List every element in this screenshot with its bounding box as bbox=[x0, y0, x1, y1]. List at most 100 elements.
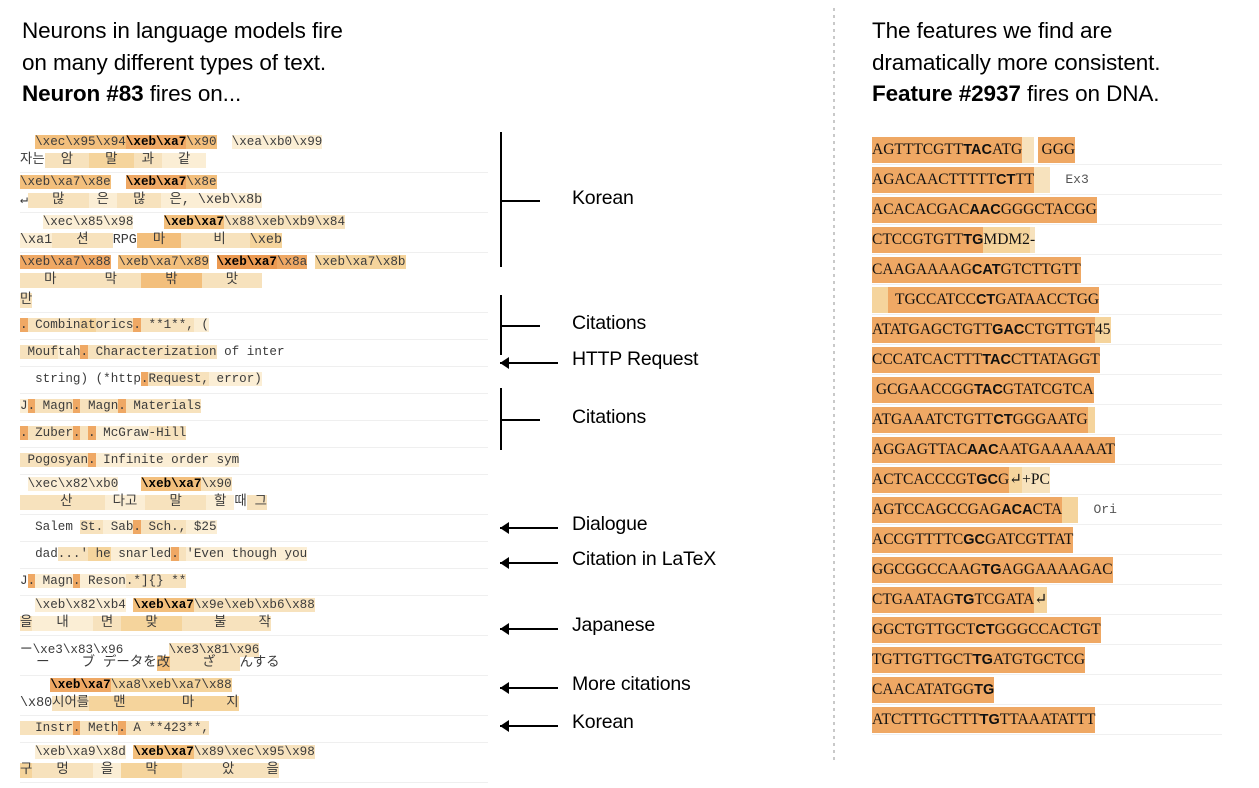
escape-code-line: \xec\x85\x98 \xeb\xa7\x88\xeb\xb9\x84 bbox=[20, 215, 488, 232]
glyph-token: 막 bbox=[80, 273, 142, 288]
token-span: ...' bbox=[57, 547, 89, 561]
activation-row: \xeb\xa7\x88 \xeb\xa7\x89 \xeb\xa7\x8a \… bbox=[20, 255, 488, 313]
glyph-token: 마 bbox=[136, 233, 182, 248]
dna-token: GGGAATG bbox=[1012, 406, 1088, 433]
dna-token: GGCGGCCAAG bbox=[872, 556, 982, 583]
glyph-line-overflow: 만 bbox=[20, 292, 488, 309]
glyph-token: ↵ bbox=[20, 193, 29, 208]
annotation-label: Citations bbox=[572, 406, 647, 428]
right-header-line2: dramatically more consistent. bbox=[872, 49, 1161, 75]
escape-token: \xeb\xa7 bbox=[163, 215, 225, 229]
annotation-bracket bbox=[500, 388, 540, 450]
dna-token-peak: GC bbox=[976, 466, 998, 493]
annotation-arrow bbox=[500, 557, 558, 569]
escape-token: \x8e bbox=[186, 175, 217, 189]
glyph-token: 말 bbox=[145, 495, 206, 510]
escape-token: \xec\x95\x94 bbox=[35, 135, 126, 149]
token-span: of inter bbox=[216, 345, 285, 359]
token-span: Characterization bbox=[88, 345, 217, 359]
dna-token: ACTCACCCGT bbox=[872, 466, 977, 493]
dna-token: TTAAATATTT bbox=[999, 706, 1096, 733]
glyph-line: \xa1 션 RPG 마 비 \xeb bbox=[20, 232, 488, 249]
escape-code-line: \xeb\xa7\x8e \xeb\xa7\x8e bbox=[20, 175, 488, 192]
dna-token: GATCGTTAT bbox=[985, 526, 1074, 553]
escape-code-line: ー\xe3\x83\x96 \xe3\x81\x96 bbox=[20, 638, 488, 657]
escape-code-line: \xeb\xa7\x88 \xeb\xa7\x89 \xeb\xa7\x8a \… bbox=[20, 255, 488, 272]
escape-token bbox=[20, 745, 35, 759]
token-span: Sab bbox=[103, 520, 134, 534]
glyph-token: んする bbox=[239, 656, 280, 671]
dna-token-peak: TG bbox=[963, 226, 984, 253]
glyph-token: 맨 bbox=[89, 696, 150, 711]
token-span: Instr bbox=[20, 721, 73, 735]
token-span: 'Even though you bbox=[186, 547, 308, 561]
dna-token bbox=[1062, 496, 1078, 523]
escape-token bbox=[209, 255, 217, 269]
glyph-token: データを bbox=[103, 656, 157, 671]
annotation-label: HTTP Request bbox=[572, 348, 699, 370]
escape-token bbox=[118, 477, 141, 491]
escape-token: \xa8\xeb\xa7\x88 bbox=[110, 678, 232, 692]
dna-token-peak: GC bbox=[963, 526, 986, 553]
dna-token: AGGAAAAGAC bbox=[1001, 556, 1113, 583]
activation-row: . Combinatorics. **1**, ( bbox=[20, 313, 488, 340]
dna-token: TT bbox=[1015, 166, 1035, 193]
glyph-token: 구 bbox=[20, 763, 33, 778]
token-span: .*]{} ** bbox=[125, 574, 187, 588]
activation-row: \xec\x82\xb0 \xeb\xa7\x90 산 다고 말 할 때 그 bbox=[20, 477, 488, 515]
glyph-token: 산 bbox=[20, 495, 105, 510]
escape-token: \xeb\xa7\x8e bbox=[20, 175, 111, 189]
token-span: Request, bbox=[148, 372, 209, 386]
right-header: The features we find are dramatically mo… bbox=[872, 15, 1252, 110]
dna-token-peak: TAC bbox=[982, 346, 1011, 373]
glyph-token: ざ bbox=[202, 656, 216, 671]
left-header: Neurons in language models fire on many … bbox=[22, 15, 492, 110]
annotation-label: Citation in LaTeX bbox=[572, 548, 717, 570]
token-span: Materials bbox=[125, 399, 202, 413]
right-header-line3: Feature #2937 fires on DNA. bbox=[872, 78, 1252, 110]
escape-token: \xea\xb0\x99 bbox=[231, 135, 323, 149]
dna-token-peak: TG bbox=[979, 706, 1000, 733]
left-header-line3-rest: fires on... bbox=[143, 81, 242, 106]
glyph-line: 구 멍 을 막 았 을 bbox=[20, 762, 488, 779]
annotation-label: Japanese bbox=[572, 614, 655, 636]
token-line: J. Magn. Reson.*]{} ** bbox=[20, 569, 488, 595]
token-span: error) bbox=[208, 372, 262, 386]
glyph-token: 같 bbox=[161, 153, 207, 168]
token-span: . bbox=[72, 426, 81, 440]
token-span: Magn bbox=[80, 399, 119, 413]
glyph-token: 막 bbox=[121, 763, 182, 778]
dna-token bbox=[1087, 406, 1096, 433]
dna-token: GTCTTGTT bbox=[1000, 256, 1081, 283]
activation-row: Salem St. Sab. Sch., $25 bbox=[20, 515, 488, 542]
glyph-token: 을 bbox=[92, 763, 122, 778]
escape-token bbox=[20, 135, 35, 149]
escape-token: \xeb\xa7 bbox=[125, 175, 187, 189]
escape-token: \x90 bbox=[186, 135, 217, 149]
glyph-token: 改 bbox=[156, 656, 170, 671]
dna-token: ACACACGAC bbox=[872, 196, 970, 223]
activation-row: Mouftah. Characterization of inter bbox=[20, 340, 488, 367]
token-span: Pogosyan bbox=[20, 453, 89, 467]
token-span: Infinite order sym bbox=[95, 453, 240, 467]
glyph-token: 많 bbox=[28, 193, 89, 208]
panel-divider bbox=[833, 8, 835, 764]
dna-token: ATCTTTGCTTT bbox=[872, 706, 980, 733]
token-line: Pogosyan. Infinite order sym bbox=[20, 448, 488, 474]
annotation-arrow bbox=[500, 682, 558, 694]
glyph-token: 면 bbox=[92, 616, 122, 631]
token-span: Combin bbox=[27, 318, 81, 332]
activation-row: dad...' he snarled. 'Even though you bbox=[20, 542, 488, 569]
dna-token: ATGAAATCTGTT bbox=[872, 406, 994, 433]
dna-token: 45 bbox=[1095, 316, 1111, 343]
escape-token: \xeb\xa7\x8b bbox=[314, 255, 406, 269]
